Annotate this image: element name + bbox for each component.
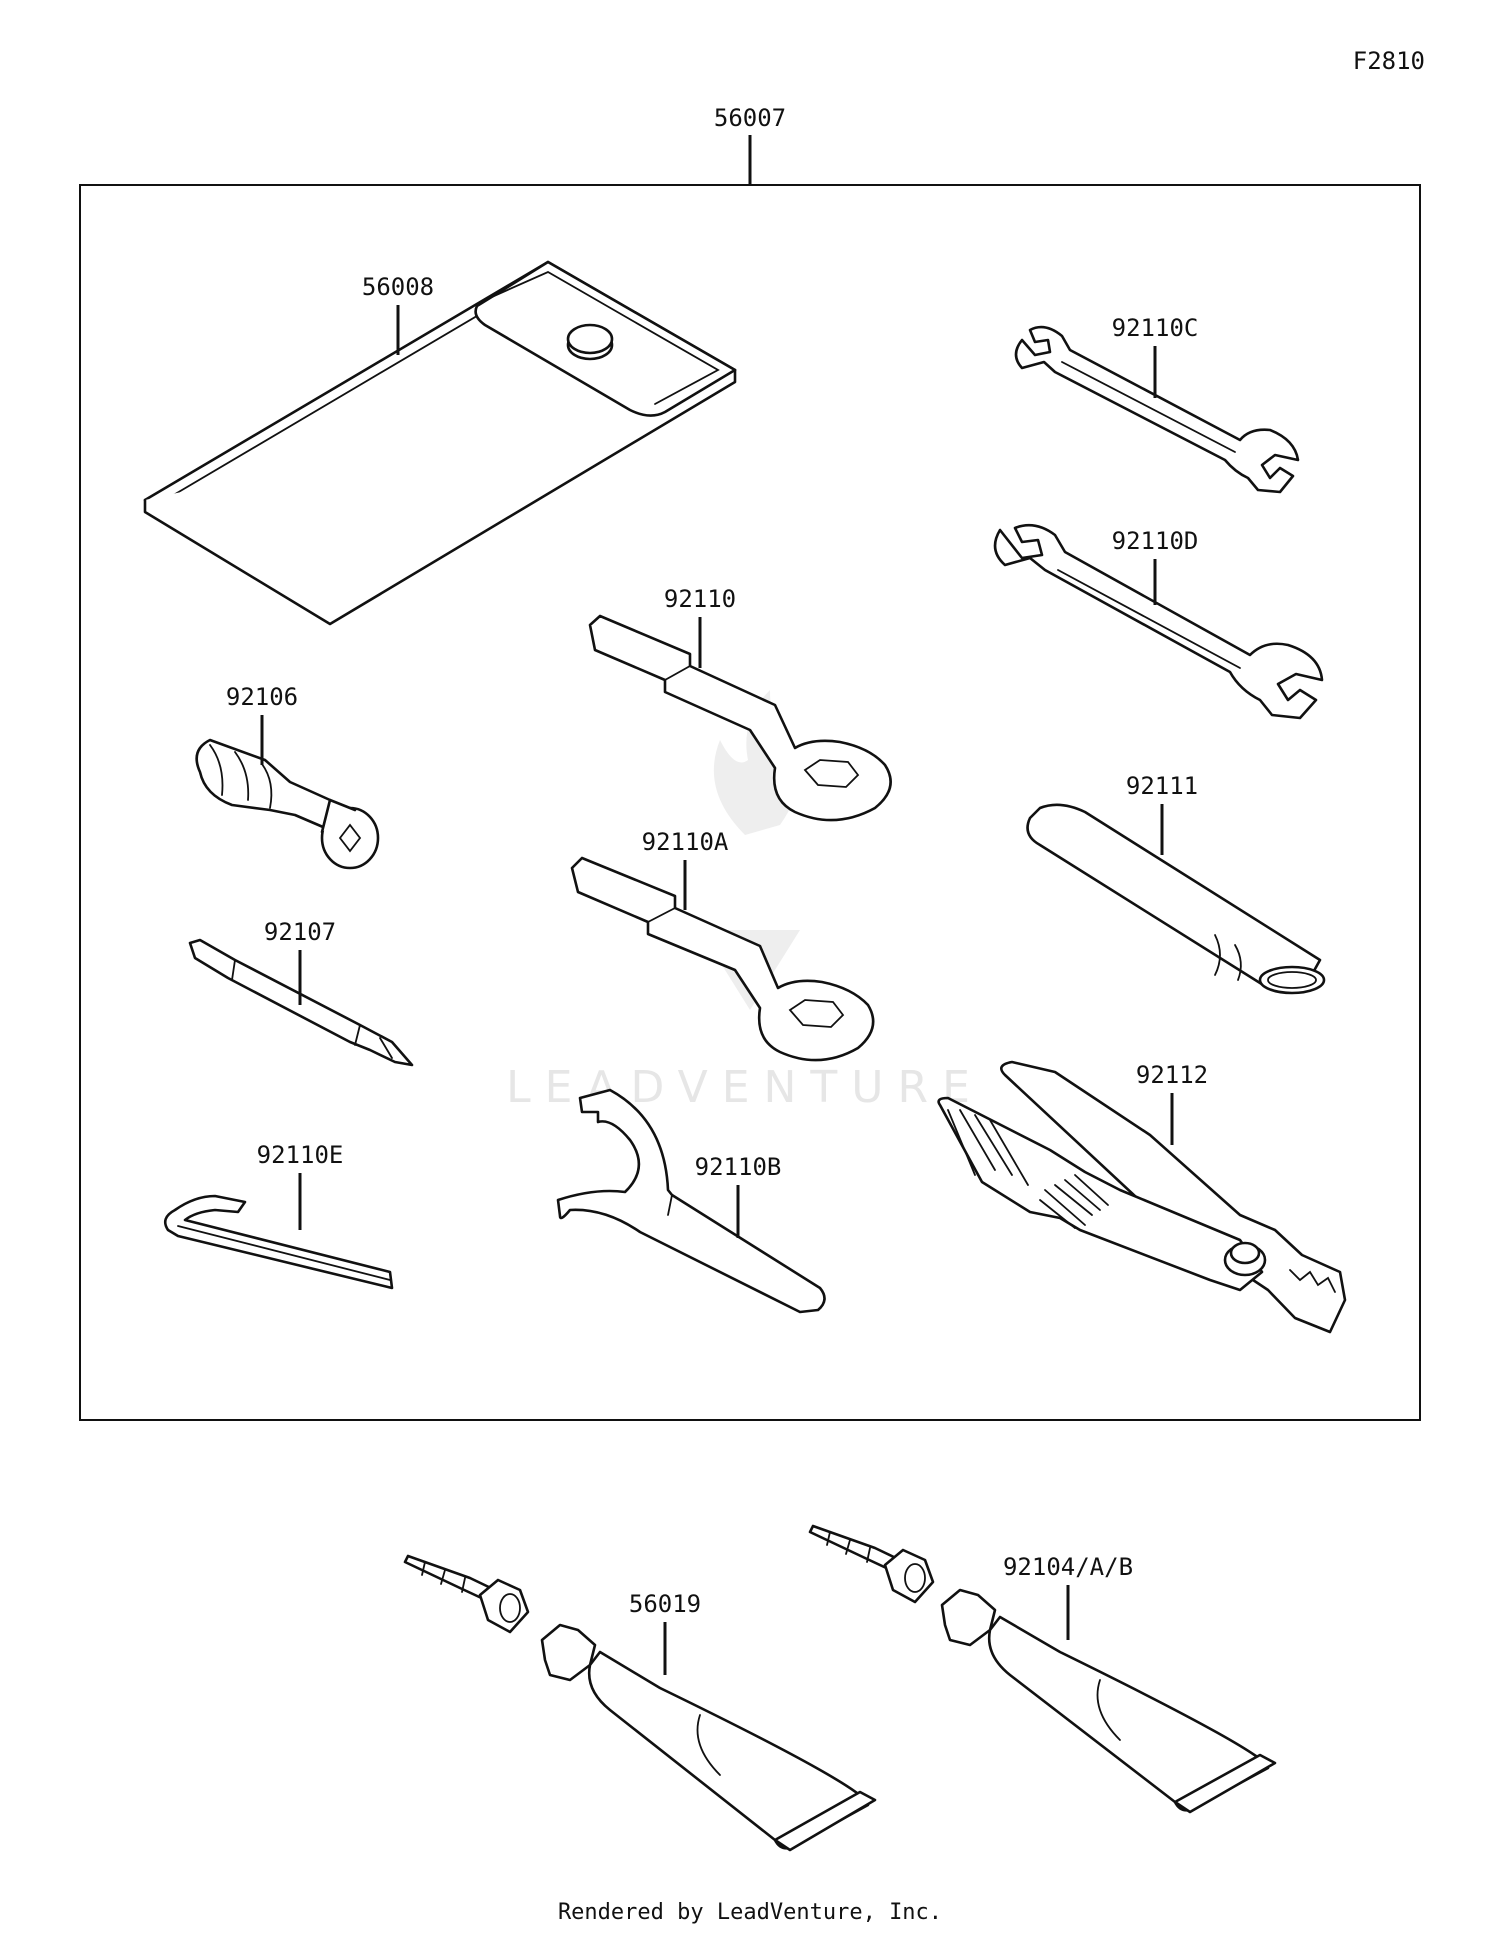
- handle-tube-drawing: [1026, 803, 1326, 995]
- ring-wrench-drawing: [588, 614, 892, 822]
- label-92110B[interactable]: 92110B: [695, 1153, 782, 1181]
- credit-text: Rendered by LeadVenture, Inc.: [557, 1900, 943, 1925]
- pliers-drawing: [937, 1060, 1347, 1334]
- hook-wrench-drawing: [556, 1088, 826, 1314]
- label-92110E[interactable]: 92110E: [257, 1141, 344, 1169]
- label-92106[interactable]: 92106: [226, 683, 298, 711]
- open-end-wrench-large-drawing: [993, 523, 1324, 720]
- figure-code: F2810: [1353, 47, 1425, 75]
- label-56008[interactable]: 56008: [362, 273, 434, 301]
- watermark: LEADVENTURE: [506, 690, 984, 1113]
- label-92112[interactable]: 92112: [1136, 1061, 1208, 1089]
- label-92107[interactable]: 92107: [264, 918, 336, 946]
- watermark-text: LEADVENTURE: [506, 1062, 984, 1113]
- kit-frame: [79, 184, 1421, 1421]
- bit-holder-drawing: [195, 738, 380, 870]
- label-56019[interactable]: 56019: [629, 1590, 701, 1618]
- label-92104-A-B[interactable]: 92104/A/B: [1003, 1553, 1133, 1581]
- grease-tube-2-drawing: [808, 1524, 1277, 1814]
- tool-case-drawing: [143, 260, 737, 626]
- label-92110[interactable]: 92110: [664, 585, 736, 613]
- grease-tube-1-drawing: [403, 1554, 877, 1852]
- label-92110C[interactable]: 92110C: [1112, 314, 1199, 342]
- ring-wrench-a-drawing: [570, 856, 875, 1062]
- label-92111[interactable]: 92111: [1126, 772, 1198, 800]
- label-92110A[interactable]: 92110A: [642, 828, 729, 856]
- open-end-wrench-small-drawing: [1014, 325, 1300, 494]
- label-56007[interactable]: 56007: [714, 104, 786, 132]
- label-92110D[interactable]: 92110D: [1112, 527, 1199, 555]
- hex-key-drawing: [163, 1194, 394, 1290]
